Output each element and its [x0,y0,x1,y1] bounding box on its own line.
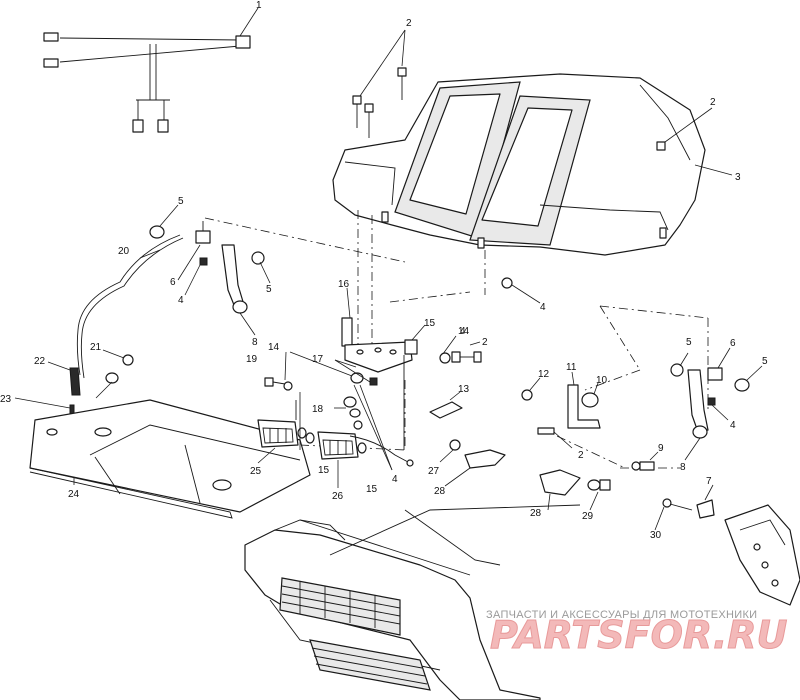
callout-17: 17 [312,354,324,365]
callout-4: 4 [460,326,466,337]
callout-5: 5 [762,356,768,367]
callout-3: 3 [735,172,741,183]
callout-19: 19 [246,354,258,365]
callout-27: 27 [428,466,440,477]
center-bracket-assembly [264,287,481,471]
callout-25: 25 [250,466,262,477]
callout-8: 8 [680,462,686,473]
callout-2: 2 [482,337,488,348]
bracket-bolts [439,277,541,364]
callout-29: 29 [582,511,594,522]
callout-9: 9 [658,443,664,454]
callout-12: 12 [538,369,550,380]
watermark: ЗАПЧАСТИ И АКСЕССУАРЫ ДЛЯ МОТОТЕХНИКИ PA… [486,609,788,658]
callout-13: 13 [458,384,470,395]
callout-22: 22 [34,356,46,367]
callout-26: 26 [332,491,344,502]
callout-4: 4 [178,295,184,306]
callout-5: 5 [178,196,184,207]
callout-24: 24 [68,489,80,500]
callout-4: 4 [392,474,398,485]
right-bracket-assembly [439,371,659,511]
callout-23: 23 [0,394,12,405]
callout-2: 2 [710,97,716,108]
left-latch-assembly [76,204,271,379]
callout-16: 16 [338,279,350,290]
wiring-harness [43,7,259,133]
callout-5: 5 [266,284,272,295]
right-latch-assembly [670,347,763,461]
callout-4: 4 [730,420,736,431]
callout-2: 2 [406,18,412,29]
callout-15: 15 [424,318,436,329]
callout-labels: 1 2 2 2 2 3 4 4 4 4 4 5 5 5 5 6 6 7 8 8 … [0,0,768,541]
callout-5: 5 [686,337,692,348]
callout-18: 18 [312,404,324,415]
mount-plate [429,391,463,419]
callout-15: 15 [366,484,378,495]
callout-4: 4 [540,302,546,313]
callout-14: 14 [268,342,280,353]
callout-21: 21 [90,342,102,353]
watermark-logo: PARTSFOR.RU [490,613,788,657]
callout-20: 20 [118,246,130,257]
callout-14: 14 [458,326,470,337]
callout-2: 2 [578,450,584,461]
front-grille [244,504,581,700]
callout-8: 8 [252,337,258,348]
right-side-parts [654,484,800,606]
callout-28: 28 [530,508,542,519]
hood-assembly [332,73,733,256]
callout-1: 1 [256,0,262,11]
callout-11: 11 [566,362,577,373]
callout-15: 15 [318,465,330,476]
front-panel [29,399,311,519]
callout-6: 6 [170,277,176,288]
callout-28: 28 [434,486,446,497]
hood-bolts [352,29,713,151]
callout-7: 7 [706,476,712,487]
watermark-caption: ЗАПЧАСТИ И АКСЕССУАРЫ ДЛЯ МОТОТЕХНИКИ [486,609,757,621]
callout-6: 6 [730,338,736,349]
callout-10: 10 [596,375,608,386]
callout-30: 30 [650,530,662,541]
headlights [257,400,414,488]
